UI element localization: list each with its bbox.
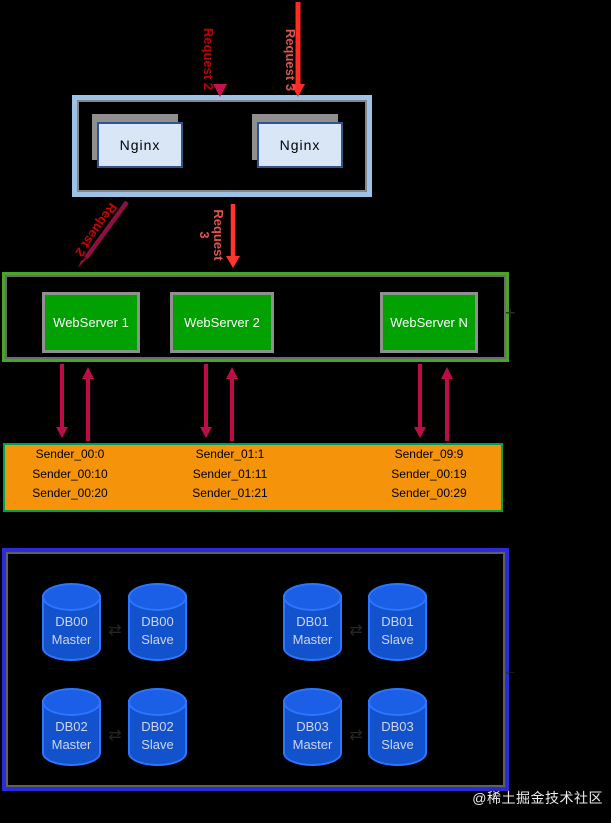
sender-webserver2-up-arrow bbox=[226, 367, 238, 441]
db-name: DB01 bbox=[296, 614, 329, 629]
nginx-node-1: Nginx bbox=[97, 122, 183, 168]
db-role: Slave bbox=[381, 736, 414, 752]
watermark: @稀土掘金技术社区 bbox=[472, 790, 603, 806]
db-role: Slave bbox=[141, 736, 174, 752]
replication-sync-icon: ⇄ bbox=[108, 622, 122, 639]
sender-entry: Sender_00:20 bbox=[32, 486, 108, 500]
sender-entry: Sender_00:0 bbox=[35, 447, 105, 461]
faint-arrow-mark: ← bbox=[503, 662, 517, 678]
db-role: Master bbox=[292, 631, 333, 647]
sender-entry: Sender_01:21 bbox=[192, 486, 268, 500]
replication-sync-icon: ⇄ bbox=[349, 622, 363, 639]
cylinder-top bbox=[368, 583, 427, 611]
request-2-routing-label: Request 2 bbox=[72, 200, 121, 260]
db-name: DB00 bbox=[141, 614, 174, 629]
webserver-node-1-label: WebServer 1 bbox=[53, 315, 129, 330]
sender-column-2: Sender_01:1 Sender_01:11 Sender_01:21 bbox=[186, 445, 274, 504]
db-role: Master bbox=[292, 736, 333, 752]
cylinder-top bbox=[128, 583, 187, 611]
sender-entry: Sender_00:29 bbox=[391, 486, 467, 500]
sender-entry: Sender_00:10 bbox=[32, 466, 108, 481]
sender-entry: Sender_09:9 bbox=[394, 447, 464, 461]
db-name: DB03 bbox=[381, 719, 414, 734]
sender-column-1: Sender_00:0 Sender_00:10 Sender_00:20 bbox=[26, 445, 114, 504]
cylinder-top bbox=[283, 688, 342, 716]
database-cluster-box bbox=[2, 548, 509, 791]
webserver2-sender-down-arrow bbox=[200, 364, 212, 438]
request-3-routing-label: Request 3 bbox=[197, 209, 226, 261]
db-role: Slave bbox=[381, 631, 414, 647]
webserver1-sender-down-arrow bbox=[56, 364, 68, 438]
db-name: DB00 bbox=[55, 614, 88, 629]
sender-webserverN-up-arrow bbox=[441, 367, 453, 441]
db-role: Slave bbox=[141, 631, 174, 647]
db-name: DB03 bbox=[296, 719, 329, 734]
db-name: DB02 bbox=[55, 719, 88, 734]
cylinder-top bbox=[42, 583, 101, 611]
nginx-node-2: Nginx bbox=[257, 122, 343, 168]
db-name: DB02 bbox=[141, 719, 174, 734]
nginx-cluster-box bbox=[72, 95, 372, 197]
cylinder-top bbox=[283, 583, 342, 611]
request-2-top-label: Request 2 bbox=[201, 27, 216, 91]
webserverN-sender-down-arrow bbox=[414, 364, 426, 438]
sender-entry: Sender_01:11 bbox=[192, 466, 268, 481]
nginx-node-2-label: Nginx bbox=[279, 137, 321, 153]
sender-entry: Sender_01:1 bbox=[195, 447, 265, 461]
sender-webserver1-up-arrow bbox=[82, 367, 94, 441]
request-3-top-label: Request 3 bbox=[283, 28, 298, 92]
replication-sync-icon: ⇄ bbox=[108, 727, 122, 744]
request-3-routing-arrow bbox=[226, 204, 240, 268]
sender-entry: Sender_00:19 bbox=[391, 466, 467, 481]
replication-sync-icon: ⇄ bbox=[349, 727, 363, 744]
nginx-node-1-label: Nginx bbox=[119, 137, 161, 153]
sender-pool-box bbox=[3, 443, 503, 512]
cylinder-top bbox=[368, 688, 427, 716]
webserver-node-2-label: WebServer 2 bbox=[184, 315, 260, 330]
sender-column-3: Sender_09:9 Sender_00:19 Sender_00:29 bbox=[390, 445, 468, 504]
db-role: Master bbox=[51, 736, 92, 752]
cylinder-top bbox=[42, 688, 101, 716]
webserver-node-n-label: WebServer N bbox=[390, 315, 468, 330]
cylinder-top bbox=[128, 688, 187, 716]
db-role: Master bbox=[51, 631, 92, 647]
webserver-node-2: WebServer 2 bbox=[170, 292, 274, 353]
webserver-node-n: WebServer N bbox=[380, 292, 478, 353]
webserver-cluster-box bbox=[2, 272, 509, 362]
webserver-node-1: WebServer 1 bbox=[42, 292, 140, 353]
db-name: DB01 bbox=[381, 614, 414, 629]
faint-plus-mark: + bbox=[505, 303, 516, 323]
